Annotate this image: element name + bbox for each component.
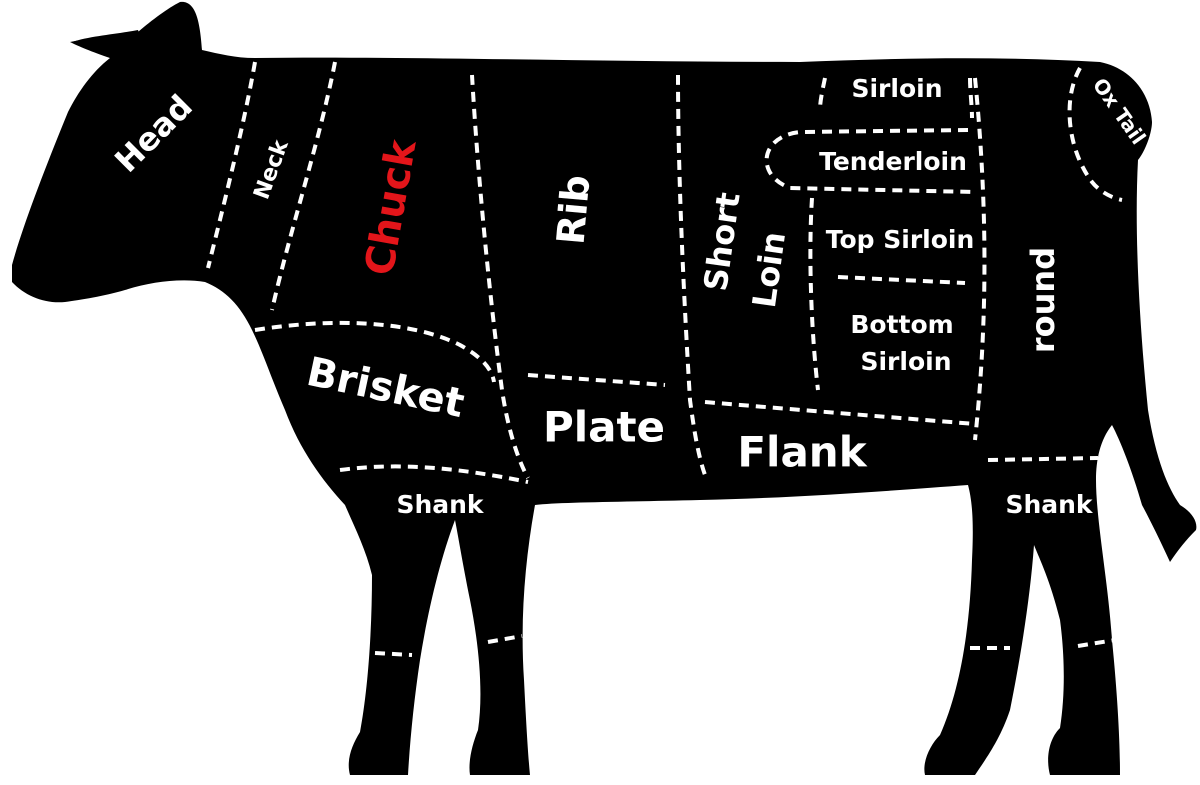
leg-marks [374,634,1116,657]
line-sirloin-left [818,77,827,111]
label-round: round [1024,247,1062,353]
label-plate: Plate [543,403,665,452]
leg-mark-rear-right [1077,638,1116,648]
line-oxtail [1067,67,1123,202]
line-brisket-bottom [339,464,529,484]
leg-mark-front-right [487,634,523,644]
line-rib-shortloin [676,74,707,476]
label-bottom-sirloin-2: Sirloin [860,347,951,376]
cow-silhouette [12,1,1197,776]
line-rear-shank [987,456,1099,462]
label-shank-front: Shank [396,490,484,519]
cut-boundaries [206,61,1123,484]
line-plate-top [527,373,666,387]
line-sirloin-divider [808,197,820,391]
label-top-sirloin: Top Sirloin [826,225,975,254]
line-top-bottom-sirloin [837,275,966,285]
line-tenderloin [764,128,976,194]
line-brisket-top [254,320,496,383]
label-sirloin: Sirloin [851,74,942,103]
label-shank-rear: Shank [1005,490,1093,519]
line-head-neck [206,61,257,269]
label-bottom-sirloin-1: Bottom [850,310,953,339]
cow-ear [72,30,145,58]
line-sirloin-right [968,77,974,119]
label-rib: Rib [549,173,599,246]
line-chuck-rib [470,74,530,479]
line-round-left [973,77,987,441]
line-neck-chuck [270,61,337,311]
leg-mark-front-left [374,651,413,657]
line-flank-top [704,400,976,426]
cow-body [12,1,1197,776]
label-tenderloin: Tenderloin [819,147,967,176]
label-flank: Flank [737,428,867,477]
